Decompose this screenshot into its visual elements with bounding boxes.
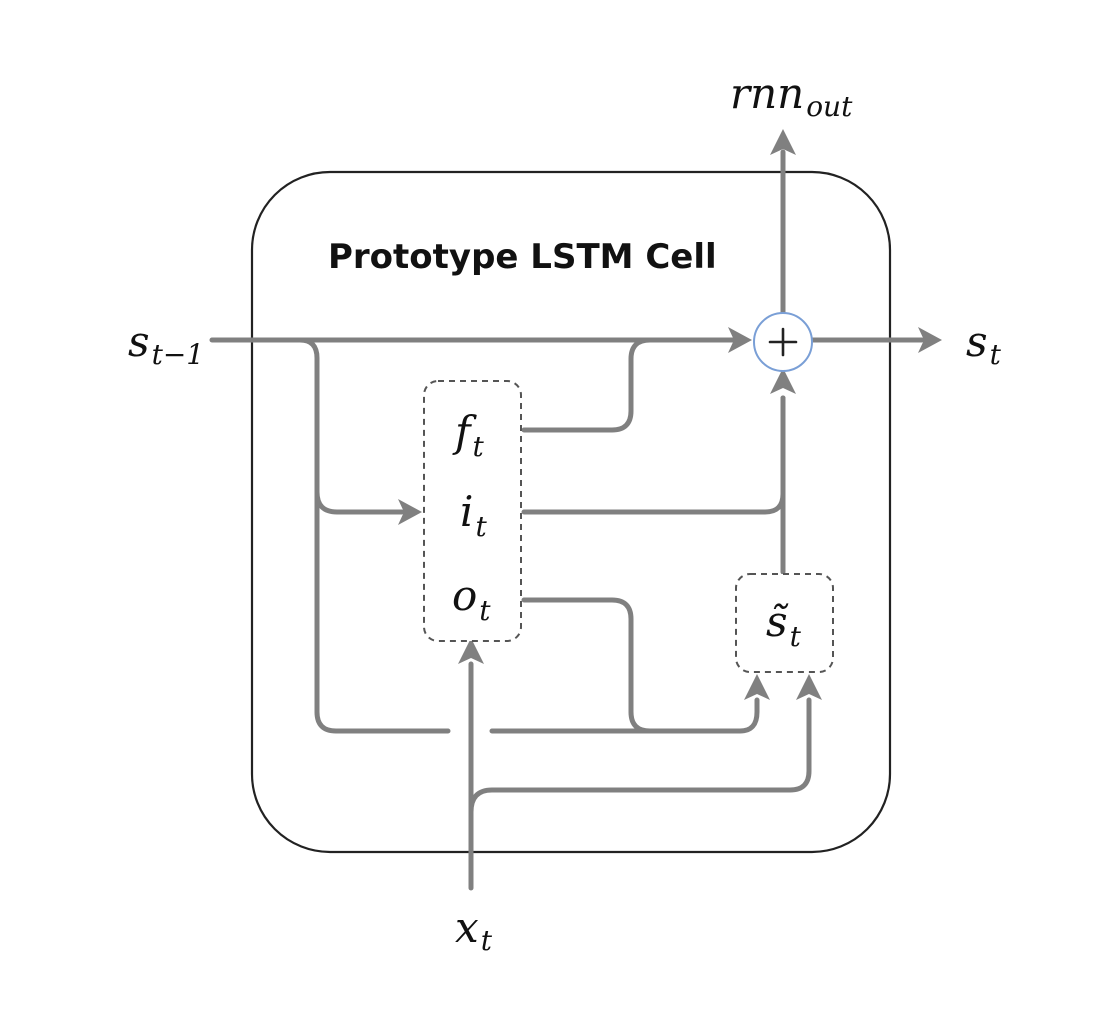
plus-icon — [768, 327, 798, 357]
state-label: st — [966, 317, 1002, 371]
gate-input-wire — [314, 489, 405, 515]
candidate-box — [735, 573, 834, 673]
candidate-state-label: s̃t — [766, 597, 802, 653]
candidate-arrow-right — [796, 674, 822, 700]
arrowheads — [398, 129, 942, 700]
input-gate-label: it — [460, 487, 487, 543]
left-branch-wire — [297, 337, 451, 734]
prev-state-label: st−1 — [128, 317, 204, 371]
output-arrow-up — [770, 129, 796, 155]
input-x-arrow — [458, 638, 484, 664]
cell-title: Prototype LSTM Cell — [328, 237, 717, 277]
input-gate-wire — [521, 395, 786, 515]
output-gate-wire — [521, 597, 653, 734]
state-arrow-into-sum — [728, 327, 752, 353]
wires — [209, 149, 925, 891]
candidate-arrow-left — [744, 674, 770, 700]
cell-boundary — [250, 170, 892, 854]
input-x-branch-wire — [468, 697, 812, 815]
gates-box — [423, 380, 522, 642]
rnn-out-label: rnnout — [730, 69, 853, 123]
input-label: xt — [455, 903, 493, 957]
gate-input-arrow — [398, 499, 422, 525]
bottom-line-to-candidate — [489, 697, 760, 734]
sum-input-arrow — [770, 368, 796, 394]
state-arrow-out — [918, 327, 942, 353]
output-gate-label: ot — [452, 571, 491, 627]
forget-gate-wire — [521, 337, 653, 433]
